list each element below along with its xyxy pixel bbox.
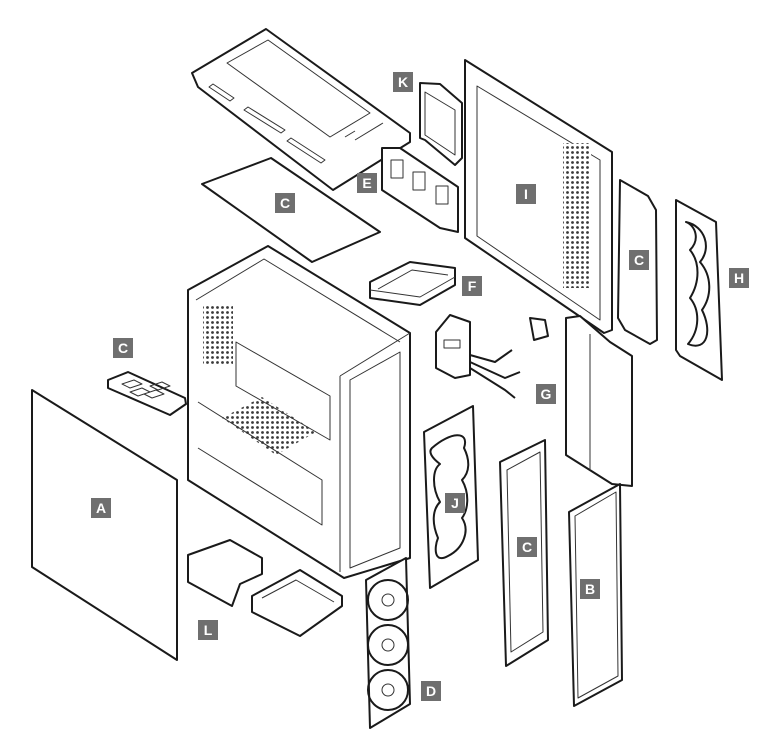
label-badge-k: K — [393, 72, 413, 92]
label-badge-g: G — [536, 384, 556, 404]
label-badge-d: D — [421, 681, 441, 701]
fan-bracket-side — [675, 199, 723, 381]
label-badge-j: J — [445, 493, 465, 513]
main-chassis — [187, 245, 411, 579]
drive-cage — [381, 147, 459, 233]
side-panel-right — [464, 59, 613, 334]
fan-array — [365, 557, 411, 729]
bottom-dust-filter-small — [107, 371, 187, 416]
label-badge-c-top-filter: C — [275, 193, 295, 213]
ssd-tray — [369, 261, 456, 306]
label-badge-f: F — [462, 276, 482, 296]
top-panel — [191, 28, 411, 191]
label-badge-e: E — [357, 173, 377, 193]
fan-hub-and-cables — [435, 314, 549, 399]
label-badge-l: L — [198, 620, 218, 640]
label-badge-b: B — [580, 579, 600, 599]
side-glass-panel-left — [31, 389, 178, 661]
label-badge-h: H — [729, 268, 749, 288]
label-badge-c-side-filter: C — [629, 250, 649, 270]
label-badge-c-front-filter: C — [517, 537, 537, 557]
rear-fan-mount — [419, 82, 463, 166]
front-panel-bracket — [565, 315, 633, 487]
label-badge-i: I — [516, 184, 536, 204]
label-badge-c-bottom-filter: C — [113, 338, 133, 358]
psu-shroud — [187, 539, 343, 637]
label-badge-a: A — [91, 498, 111, 518]
